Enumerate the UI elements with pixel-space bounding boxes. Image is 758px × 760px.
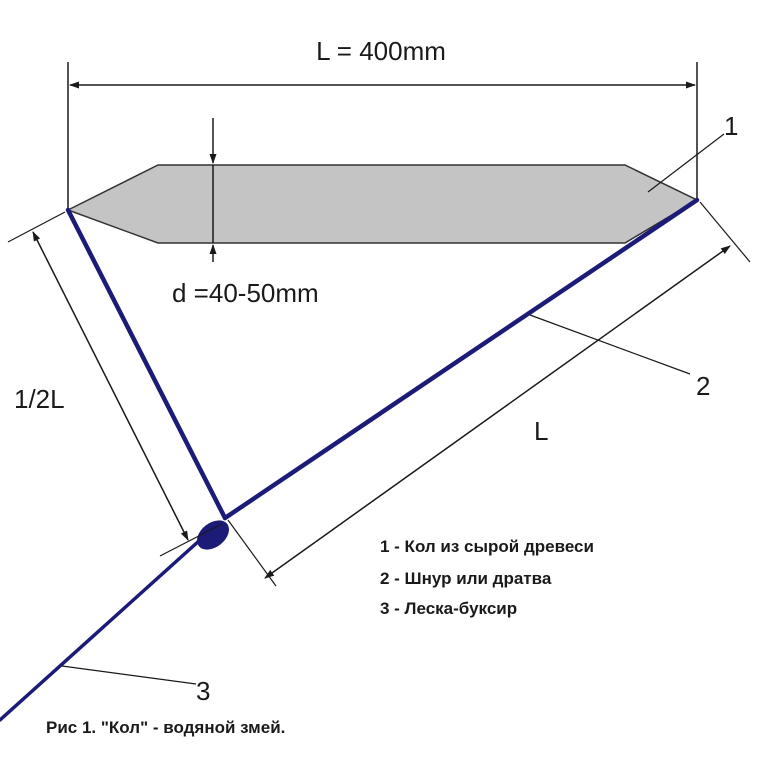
length-label: L = 400mm bbox=[316, 36, 446, 66]
cord-length-dimension-line bbox=[264, 245, 731, 579]
callout-leader-1 bbox=[647, 133, 725, 193]
half-length-dimension-line bbox=[32, 231, 189, 541]
legend-item-1: 1 - Кол из сырой древеси bbox=[380, 537, 594, 556]
figure-caption: Рис 1. "Кол" - водяной змей. bbox=[46, 718, 285, 737]
cord-length-label: L bbox=[534, 416, 548, 446]
diameter-label: d =40-50mm bbox=[172, 278, 319, 308]
cord-long-leg bbox=[222, 197, 700, 521]
stake-shape bbox=[66, 164, 699, 244]
legend-item-2: 2 - Шнур или дратва bbox=[380, 569, 552, 588]
callout-1: 1 bbox=[724, 111, 738, 141]
callout-3: 3 bbox=[196, 676, 210, 706]
half-length-label: 1/2L bbox=[14, 384, 65, 414]
callout-leader-2 bbox=[529, 314, 691, 375]
cord-length-ext-top bbox=[699, 201, 751, 263]
tow-line bbox=[0, 538, 202, 722]
half-length-ext-bottom bbox=[159, 523, 223, 557]
callout-2: 2 bbox=[696, 371, 710, 401]
cord-short-leg bbox=[65, 207, 228, 521]
legend-item-3: 3 - Леска-буксир bbox=[380, 599, 517, 618]
half-length-ext-top bbox=[7, 211, 66, 243]
knot bbox=[197, 520, 229, 550]
callout-leader-3 bbox=[61, 665, 197, 685]
